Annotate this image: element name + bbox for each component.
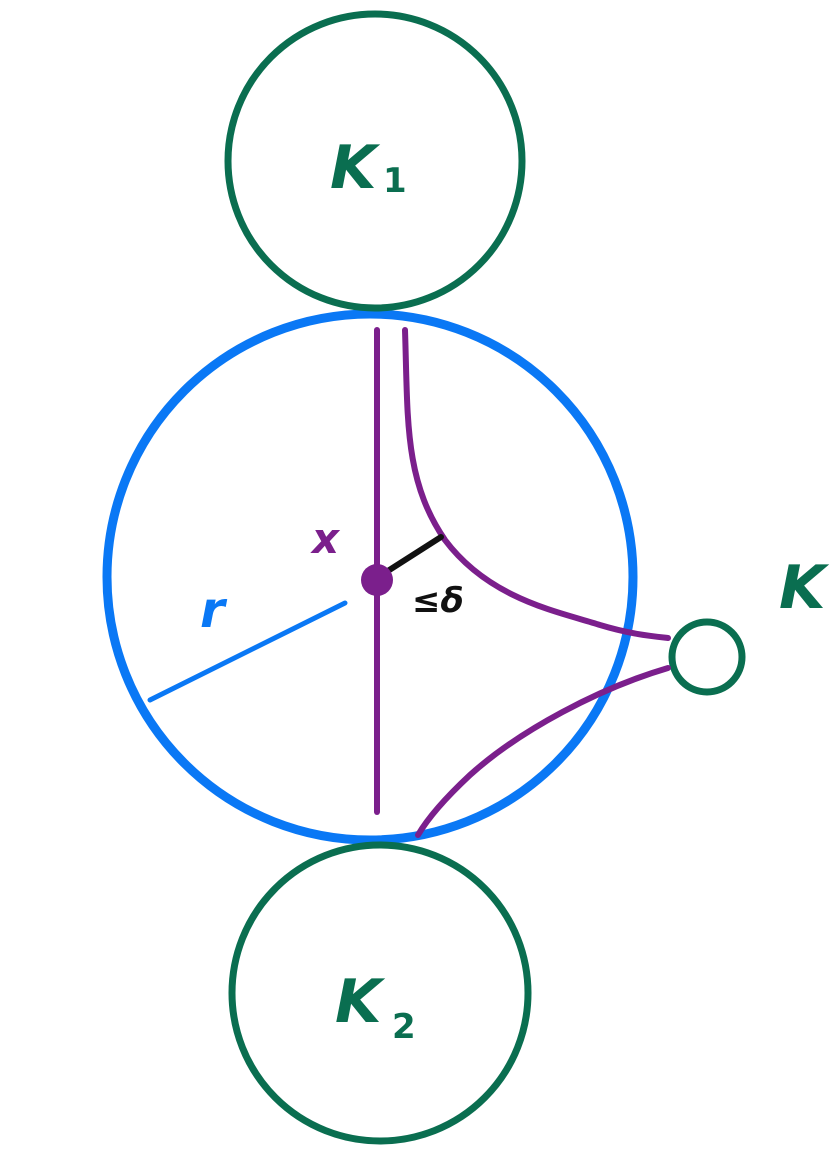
- k-label: K: [779, 553, 830, 623]
- k-circle: [668, 618, 746, 696]
- radius-line: [147, 600, 348, 703]
- point-x: [361, 564, 393, 596]
- k2-subscript: 2: [392, 1007, 416, 1047]
- x-label: x: [310, 514, 341, 563]
- k2-label: K: [335, 967, 386, 1037]
- k1-circle: [224, 10, 526, 312]
- k1-subscript: 1: [383, 161, 407, 201]
- delta-segment: [377, 534, 444, 579]
- curved-path-bottom: [415, 665, 671, 838]
- curved-path-top: [402, 327, 671, 641]
- k1-label: K: [330, 133, 381, 203]
- ball-circle: [102, 309, 638, 845]
- k2-circle: [228, 841, 532, 1145]
- delta-label: ≤δ: [412, 581, 464, 621]
- r-label: r: [200, 581, 228, 639]
